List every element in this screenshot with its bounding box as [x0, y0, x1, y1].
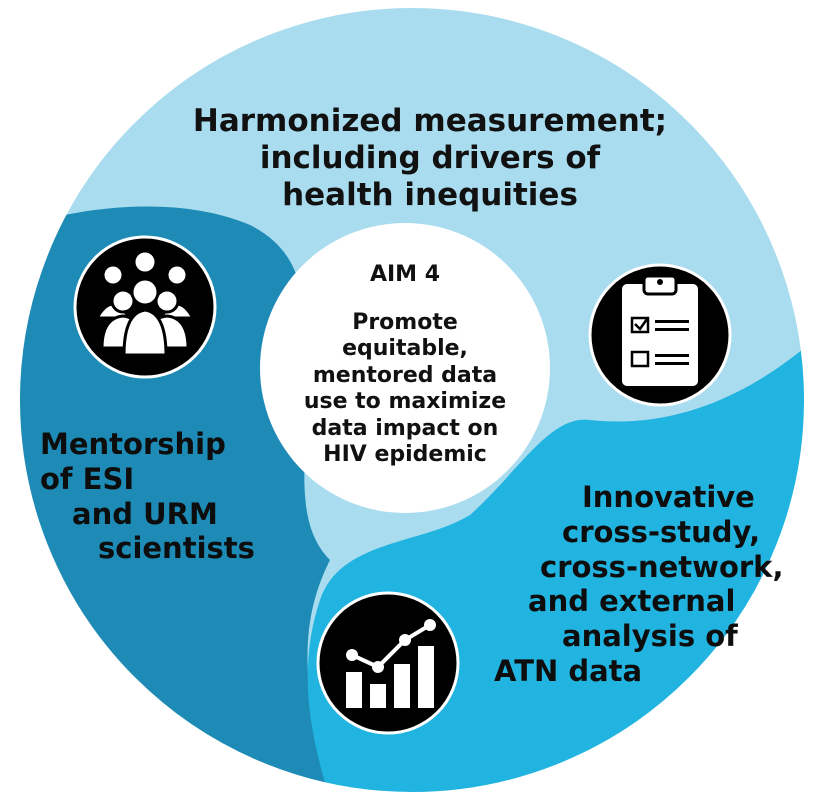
- aim-description-line: data impact on: [311, 415, 499, 441]
- bar-chart-trend-icon: [316, 591, 460, 735]
- aim-description: Promote equitable, mentored data use to …: [270, 310, 540, 468]
- aim-description-line: Promote: [352, 310, 458, 335]
- segment-top-label: Harmonized measurement; including driver…: [150, 103, 710, 215]
- segment-right-line: cross-study,: [562, 514, 761, 549]
- aim-description-line: mentored data: [312, 362, 498, 388]
- segment-top-line: Harmonized measurement;: [192, 103, 668, 139]
- center-circle: [260, 223, 550, 513]
- group-people-icon: [73, 235, 217, 379]
- segment-right-line: Innovative: [582, 480, 755, 514]
- segment-right-label: Innovative cross-study, cross-network, a…: [470, 480, 790, 689]
- segment-left-line: and URM: [72, 496, 218, 531]
- segment-top-line: including drivers of: [259, 140, 601, 177]
- aim-description-line: equitable,: [342, 336, 468, 362]
- segment-right-line: and external: [528, 584, 736, 619]
- segment-right-line: ATN data: [494, 653, 643, 688]
- aim-label: AIM 4: [369, 262, 441, 287]
- segment-right-line: cross-network,: [540, 549, 784, 584]
- segment-top-line: health inequities: [282, 177, 578, 214]
- segment-left-line: Mentorship: [40, 427, 226, 461]
- segment-left: [19, 7, 330, 793]
- clipboard-checklist-icon: [588, 263, 732, 407]
- segment-left-line: of ESI: [40, 461, 135, 496]
- segment-left-label: Mentorship of ESI and URM scientists: [34, 427, 284, 566]
- segment-left-line: scientists: [98, 531, 255, 566]
- aim-description-line: use to maximize: [303, 389, 507, 415]
- aim-description-line: HIV epidemic: [323, 441, 487, 467]
- segment-right-line: analysis of: [562, 619, 738, 654]
